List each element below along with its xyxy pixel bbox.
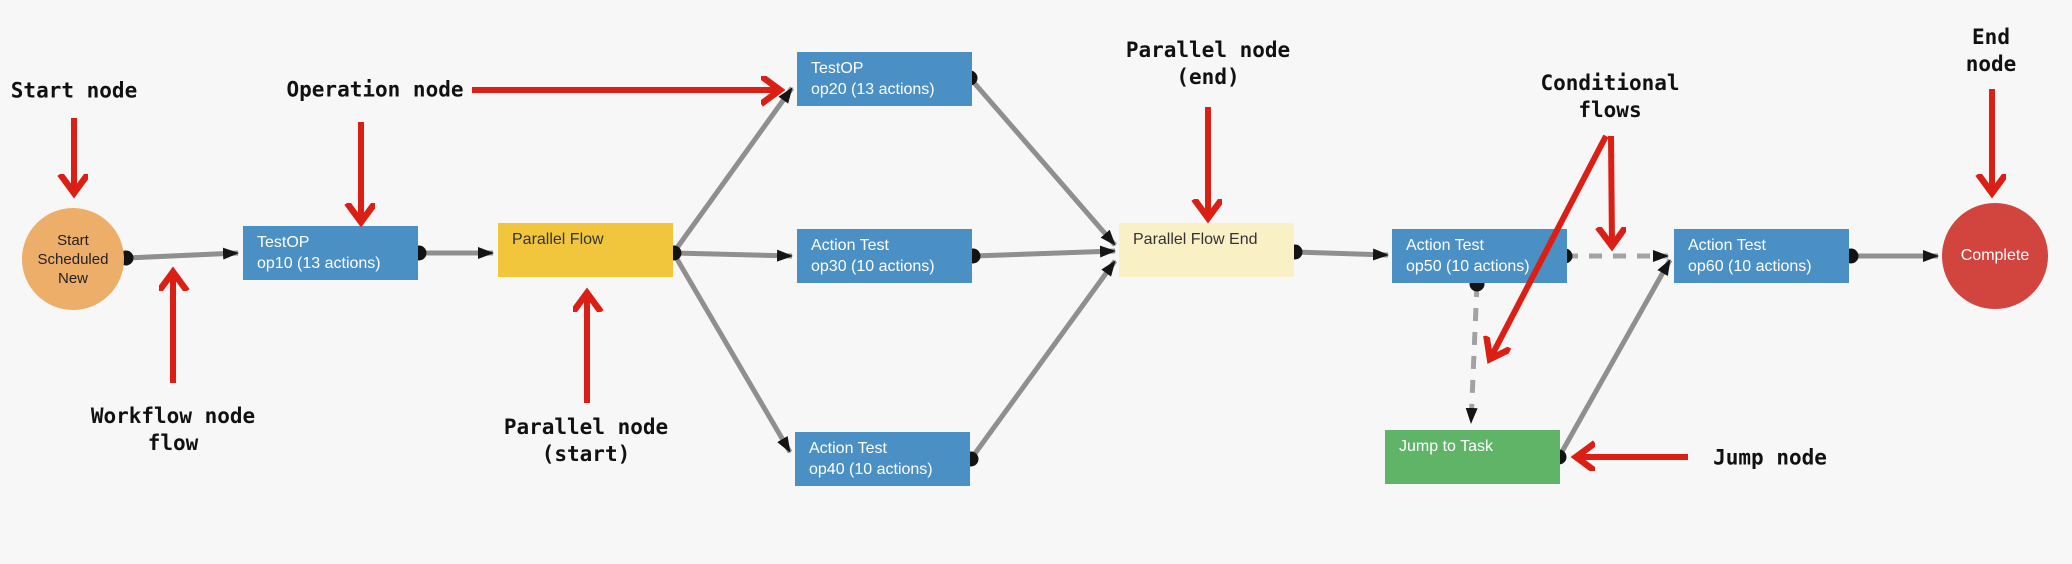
node-op30-subtitle: op30 (10 actions): [811, 258, 935, 275]
annotation-label-conditional: Conditional flows: [1540, 71, 1680, 122]
node-parallel-flow-start-title: Parallel Flow: [512, 231, 604, 248]
node-op20-title: TestOP: [811, 60, 864, 77]
annotation-label-operation-node: Operation node: [286, 77, 464, 102]
node-op40-title: Action Test: [809, 440, 887, 457]
edge-op50-jump-conditional: [1465, 283, 1480, 424]
annotation-label-start-node: Start node: [10, 78, 138, 103]
node-jump-to-task[interactable]: Jump to Task: [1385, 430, 1560, 484]
edge-op30-parallelend: [972, 245, 1116, 259]
node-op40-subtitle: op40 (10 actions): [809, 461, 933, 478]
node-op30[interactable]: Action Test op30 (10 actions): [797, 229, 972, 283]
annotation-label-workflow-flow: Workflow node flow: [90, 404, 256, 455]
edge-parallelflow-op40: [671, 252, 793, 454]
annotation-arrow-conditional-1: [1611, 135, 1612, 246]
node-op50[interactable]: Action Test op50 (10 actions): [1392, 229, 1567, 283]
node-op20-subtitle: op20 (13 actions): [811, 81, 935, 98]
edge-parallelflow-op30: [673, 249, 793, 262]
edge-start-op10: [125, 247, 239, 261]
node-op60-subtitle: op60 (10 actions): [1688, 258, 1812, 275]
node-op10[interactable]: TestOP op10 (13 actions): [243, 226, 418, 280]
edge-op20-parallelend: [968, 76, 1117, 247]
annotation-label-jump-node: Jump node: [1713, 445, 1827, 470]
edge-op40-parallelend: [968, 259, 1118, 461]
node-op50-title: Action Test: [1406, 237, 1484, 254]
node-op40[interactable]: Action Test op40 (10 actions): [795, 432, 970, 486]
node-start[interactable]: Start Scheduled New: [22, 208, 124, 310]
edge-parallelend-op50: [1294, 248, 1389, 261]
node-complete[interactable]: Complete: [1942, 203, 2048, 309]
node-op10-subtitle: op10 (13 actions): [257, 255, 381, 272]
node-start-label: Start Scheduled New: [37, 231, 109, 287]
node-parallel-flow-end-title: Parallel Flow End: [1133, 231, 1258, 248]
annotation-label-end-node: End node: [1965, 25, 2017, 76]
annotation-label-parallel-end: Parallel node (end): [1125, 38, 1291, 89]
node-op10-title: TestOP: [257, 234, 310, 251]
node-op20[interactable]: TestOP op20 (13 actions): [797, 52, 972, 106]
node-parallel-flow-start[interactable]: Parallel Flow: [498, 223, 673, 277]
node-op60-title: Action Test: [1688, 237, 1766, 254]
edge-parallelflow-op20: [671, 86, 795, 254]
node-jump-to-task-title: Jump to Task: [1399, 438, 1493, 455]
node-op60[interactable]: Action Test op60 (10 actions): [1674, 229, 1849, 283]
node-op50-subtitle: op50 (10 actions): [1406, 258, 1530, 275]
edge-jump-op60: [1556, 258, 1673, 459]
node-op30-title: Action Test: [811, 237, 889, 254]
annotation-label-parallel-start: Parallel node (start): [503, 415, 669, 466]
node-parallel-flow-end[interactable]: Parallel Flow End: [1119, 223, 1294, 277]
node-complete-label: Complete: [1960, 247, 2030, 264]
